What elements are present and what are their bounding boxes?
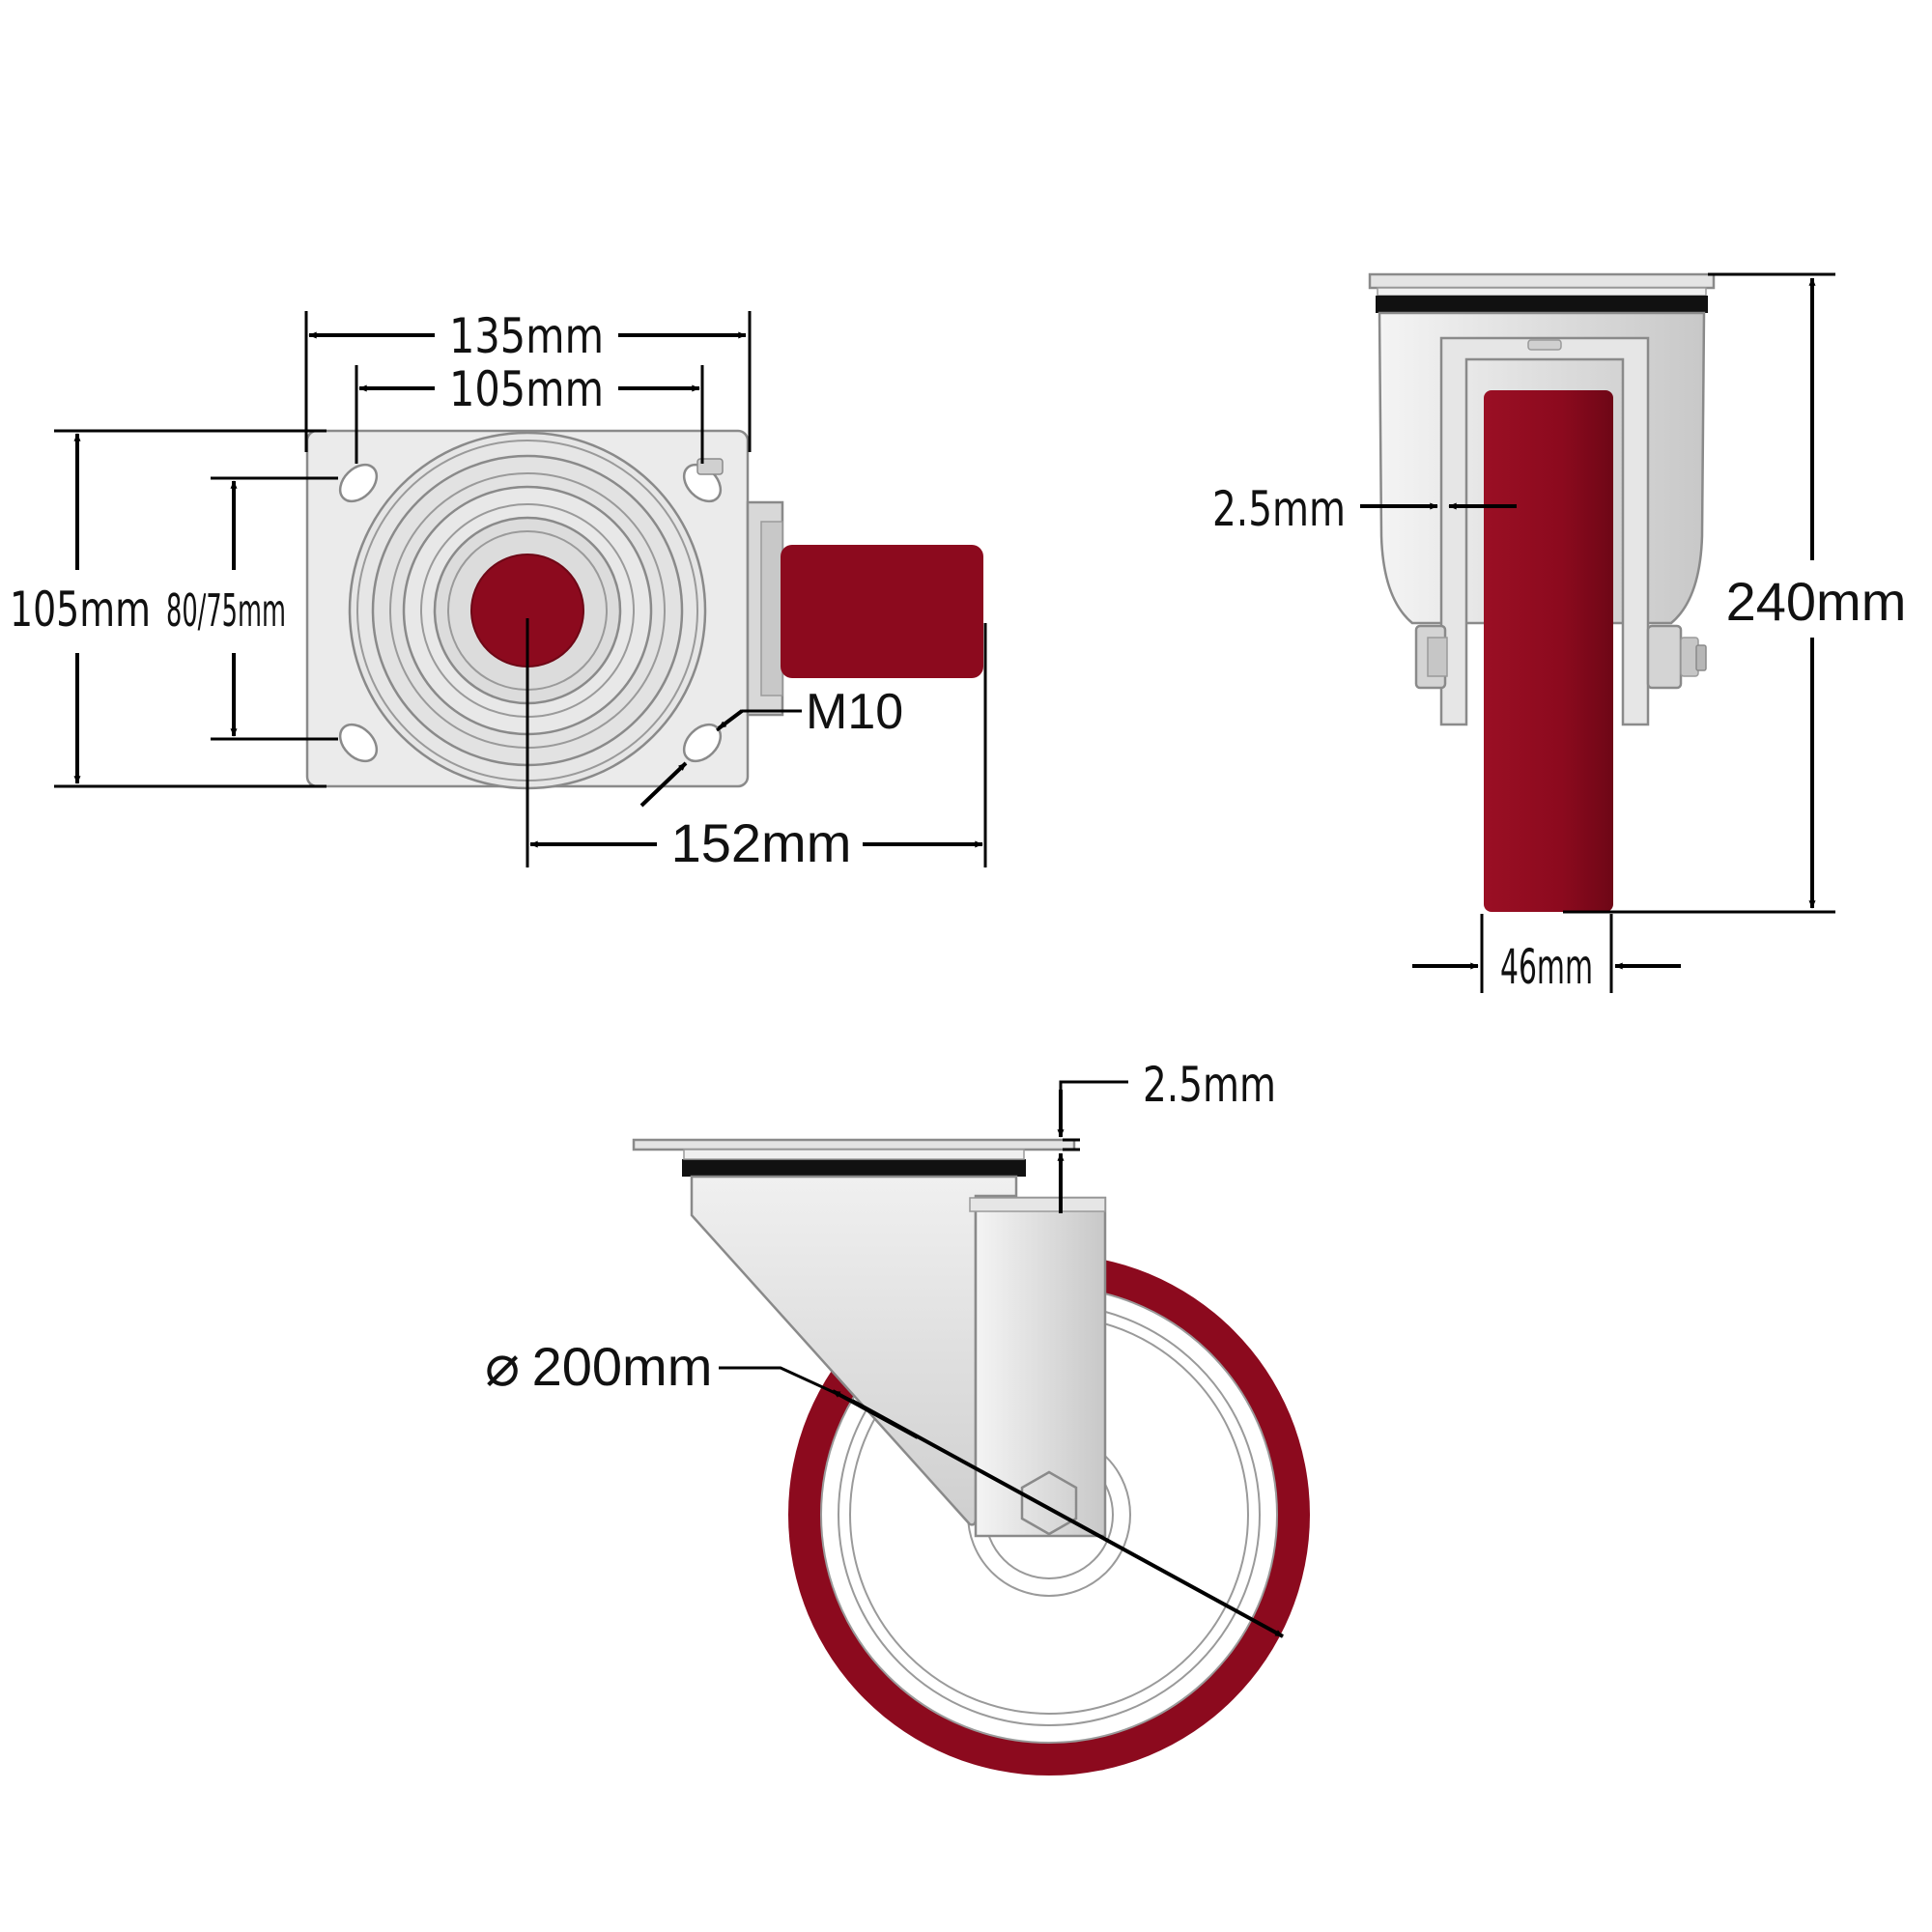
dim-overall-height: 240mm <box>1726 571 1907 632</box>
dim-fork-gap: 2.5mm <box>1212 481 1346 537</box>
front-wheel-tread <box>1484 390 1613 912</box>
front-view: 2.5mm 240mm 46mm <box>1212 272 1907 995</box>
dim-plate-width: 135mm <box>449 308 604 364</box>
front-mount-plate <box>1368 272 1716 290</box>
side-view: 2.5mm ⌀ 200mm <box>485 1057 1310 1776</box>
side-seal-ring <box>682 1159 1026 1177</box>
dim-hole-spacing-x: 105mm <box>449 361 604 417</box>
dim-wheel-width: 46mm <box>1500 939 1593 995</box>
mounting-holes <box>338 463 723 763</box>
front-fork <box>1439 336 1650 726</box>
swivel-race <box>348 431 707 790</box>
dim-side-plate-thickness: 2.5mm <box>1143 1057 1276 1113</box>
dim-wheel-diameter: 200mm <box>532 1336 713 1397</box>
mounting-hole <box>682 723 723 763</box>
dim-diameter-symbol: ⌀ <box>485 1333 520 1398</box>
dim-bolt-thread: M10 <box>806 684 903 740</box>
wheel-stub <box>781 545 983 678</box>
side-fork-leg <box>974 1196 1107 1538</box>
front-seal-ring <box>1376 296 1708 313</box>
dim-hole-spacing-y: 80/75mm <box>166 584 286 637</box>
mounting-hole <box>338 463 379 503</box>
mounting-hole <box>338 723 379 763</box>
top-view: 135mm 105mm 105mm 80/75mm M10 152mm <box>10 308 987 873</box>
side-mount-plate <box>632 1138 1076 1151</box>
axle-hex-nut <box>1020 1470 1078 1536</box>
dim-swivel-offset: 152mm <box>671 812 852 873</box>
dim-plate-height: 105mm <box>10 582 151 638</box>
right-axle-nut <box>1646 624 1683 690</box>
